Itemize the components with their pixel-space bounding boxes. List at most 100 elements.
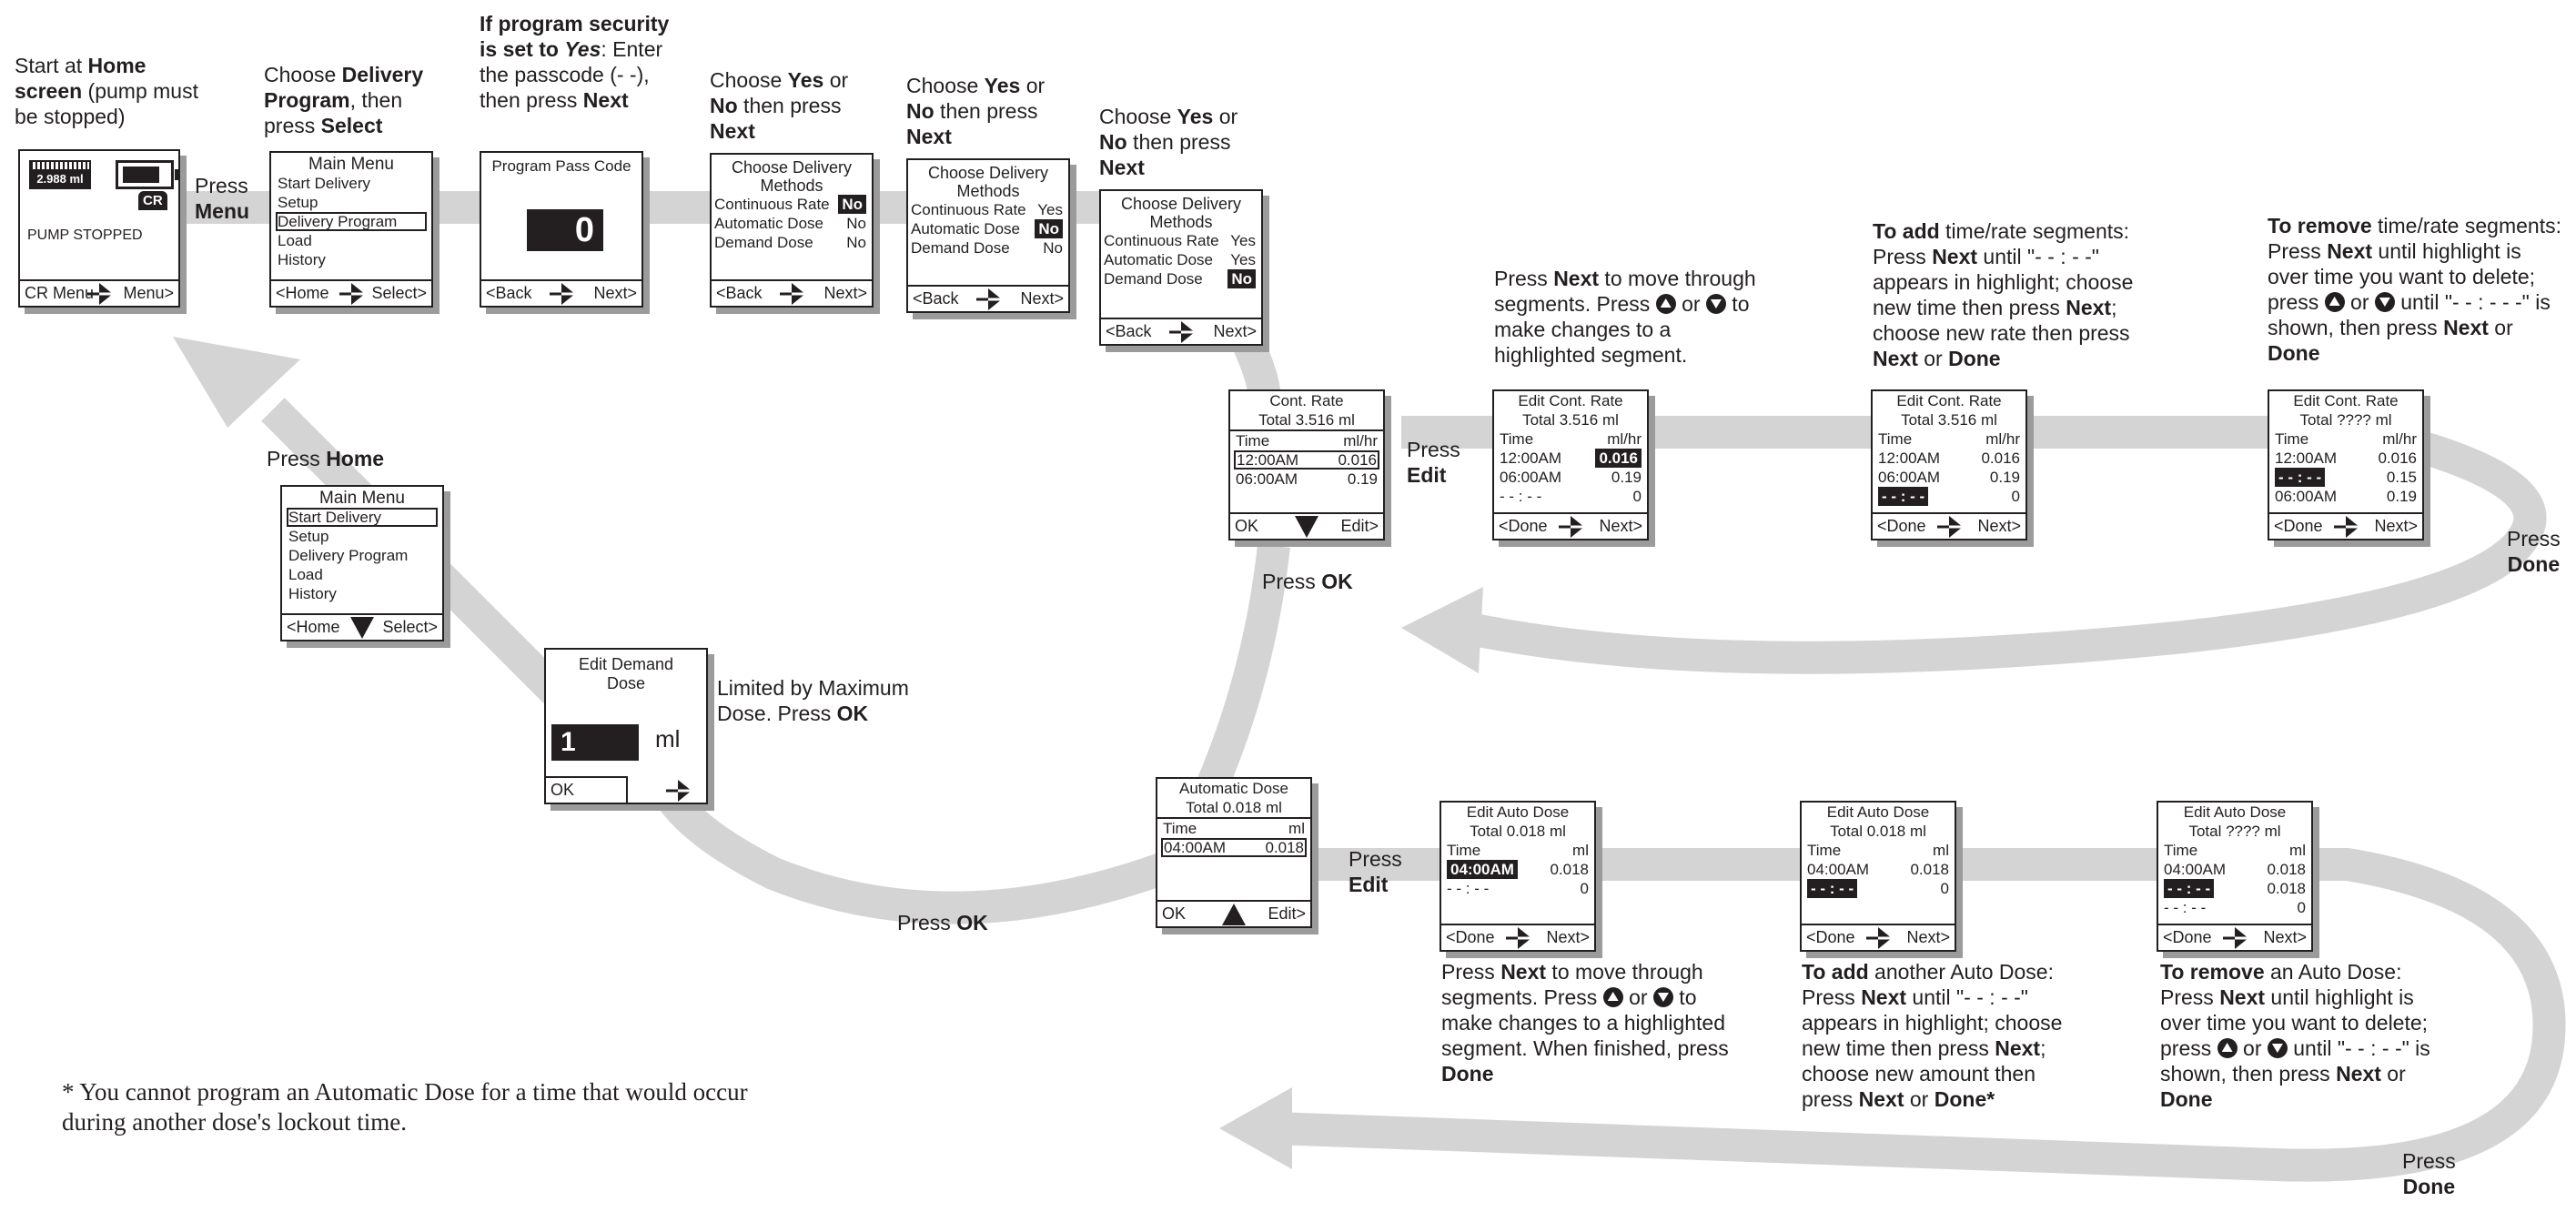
- demand-dose-input[interactable]: 1: [551, 724, 639, 761]
- segment-row[interactable]: - - : - -0.018: [2158, 879, 2311, 898]
- up-down-arrows-icon: [2223, 927, 2247, 949]
- menu-item-load[interactable]: Load: [288, 566, 323, 583]
- done-softkey[interactable]: <Done: [2163, 928, 2212, 946]
- reservoir-icon: 2.988 ml: [29, 160, 91, 189]
- ad-next-instruction: Press Next to move through segments. Pre…: [1441, 960, 1729, 1086]
- edit-cr-title: Edit Cont. Rate: [1896, 392, 2002, 409]
- pump-status: PUMP STOPPED: [27, 227, 143, 243]
- select-softkey[interactable]: Select>: [371, 284, 427, 302]
- segment-row[interactable]: - - : - -0: [1802, 879, 1955, 898]
- down-circle-icon: [2374, 292, 2395, 312]
- segment-row[interactable]: - - : - -0: [1447, 880, 1589, 897]
- next-softkey[interactable]: Next>: [823, 284, 867, 302]
- menu-item-setup[interactable]: Setup: [278, 194, 318, 211]
- back-softkey[interactable]: <Back: [486, 284, 532, 302]
- passcode-title: Program Pass Code: [491, 157, 631, 175]
- down-circle-icon: [1652, 987, 1673, 1007]
- methods-step-label-1: Choose Yes or No then press Next: [710, 68, 849, 143]
- next-softkey[interactable]: Next>: [593, 284, 637, 302]
- done-softkey[interactable]: <Done: [1499, 517, 1548, 535]
- next-softkey[interactable]: Next>: [2374, 517, 2418, 535]
- next-softkey[interactable]: Next>: [2263, 928, 2307, 946]
- main-menu-screen: Main Menu Start Delivery Setup Delivery …: [269, 151, 433, 308]
- edit-ad-title: Edit Auto Dose: [1826, 803, 1930, 821]
- menu-item-delivery-program[interactable]: Delivery Program: [276, 212, 427, 231]
- next-softkey[interactable]: Next>: [1020, 289, 1064, 308]
- footnote: * You cannot program an Automatic Dose f…: [62, 1078, 748, 1136]
- back-softkey[interactable]: <Back: [913, 289, 959, 308]
- menu-softkey[interactable]: Menu>: [123, 284, 174, 302]
- up-down-arrows-icon: [87, 283, 111, 305]
- back-softkey[interactable]: <Back: [1106, 322, 1152, 340]
- home-softkey[interactable]: <Home: [287, 618, 340, 636]
- main-menu-title: Main Menu: [308, 155, 394, 174]
- ok-softkey[interactable]: OK: [1235, 517, 1259, 535]
- menu-item-load[interactable]: Load: [278, 232, 312, 249]
- menu-item-history[interactable]: History: [278, 251, 326, 268]
- ok-softkey[interactable]: OK: [1162, 904, 1187, 923]
- cr-remove-instruction: To remove time/rate segments: Press Next…: [2268, 214, 2561, 365]
- home-softkey[interactable]: <Home: [276, 284, 329, 302]
- up-down-arrows-icon: [976, 288, 1000, 310]
- demand-title: Edit Demand Dose: [578, 655, 674, 692]
- cont-rate-total: Total 3.516 ml: [1258, 411, 1355, 429]
- next-softkey[interactable]: Next>: [1546, 928, 1590, 946]
- delivery-program-step-label: Choose Delivery Program, then press Sele…: [264, 63, 424, 137]
- menu-item-start-delivery[interactable]: Start Delivery: [278, 175, 371, 192]
- next-softkey[interactable]: Next>: [1906, 928, 1950, 946]
- next-softkey[interactable]: Next>: [1213, 322, 1257, 340]
- segment-row[interactable]: - - : - -0: [1500, 488, 1642, 505]
- edit-softkey[interactable]: Edit>: [1268, 904, 1306, 923]
- ok-softkey[interactable]: OK: [551, 781, 575, 799]
- methods-step-label-2: Choose Yes or No then press Next: [906, 74, 1046, 148]
- arrowhead-cr-loop: [1401, 587, 1483, 673]
- ad-add-instruction: To add another Auto Dose: Press Next unt…: [1802, 960, 2063, 1111]
- main-menu-screen-2: Main Menu Start Delivery Setup Delivery …: [280, 485, 444, 641]
- menu-item-history[interactable]: History: [288, 585, 337, 602]
- done-softkey[interactable]: <Done: [1446, 928, 1495, 946]
- segment-row[interactable]: - - : - -0.15: [2269, 468, 2422, 487]
- segment-row[interactable]: - - : - -0: [2164, 899, 2306, 916]
- segment-row[interactable]: - - : - -0: [1873, 487, 2025, 506]
- ad-remove-instruction: To remove an Auto Dose: Press Next until…: [2160, 960, 2430, 1111]
- edit-ad-title: Edit Auto Dose: [2183, 803, 2287, 821]
- edit-ad-total: Total 0.018 ml: [1830, 823, 1926, 840]
- menu-item-delivery-program[interactable]: Delivery Program: [288, 547, 409, 564]
- menu-item-start-delivery[interactable]: Start Delivery: [287, 508, 438, 527]
- back-softkey[interactable]: <Back: [716, 284, 763, 302]
- done-softkey[interactable]: <Done: [1877, 517, 1926, 535]
- done-softkey[interactable]: <Done: [1806, 928, 1855, 946]
- menu-item-setup[interactable]: Setup: [288, 528, 329, 545]
- edit-softkey[interactable]: Edit>: [1340, 517, 1379, 535]
- next-softkey[interactable]: Next>: [1977, 517, 2021, 535]
- select-softkey[interactable]: Select>: [382, 618, 438, 636]
- passcode-step-label: If program security is set to Yes: Enter…: [480, 12, 670, 112]
- cr-menu-softkey[interactable]: CR Menu: [25, 284, 95, 302]
- done-softkey[interactable]: <Done: [2274, 517, 2323, 535]
- passcode-input[interactable]: 0: [527, 209, 603, 251]
- next-softkey[interactable]: Next>: [1599, 517, 1642, 535]
- up-down-arrows-icon: [1506, 927, 1530, 949]
- edit-cr-total: Total 3.516 ml: [1901, 411, 1997, 429]
